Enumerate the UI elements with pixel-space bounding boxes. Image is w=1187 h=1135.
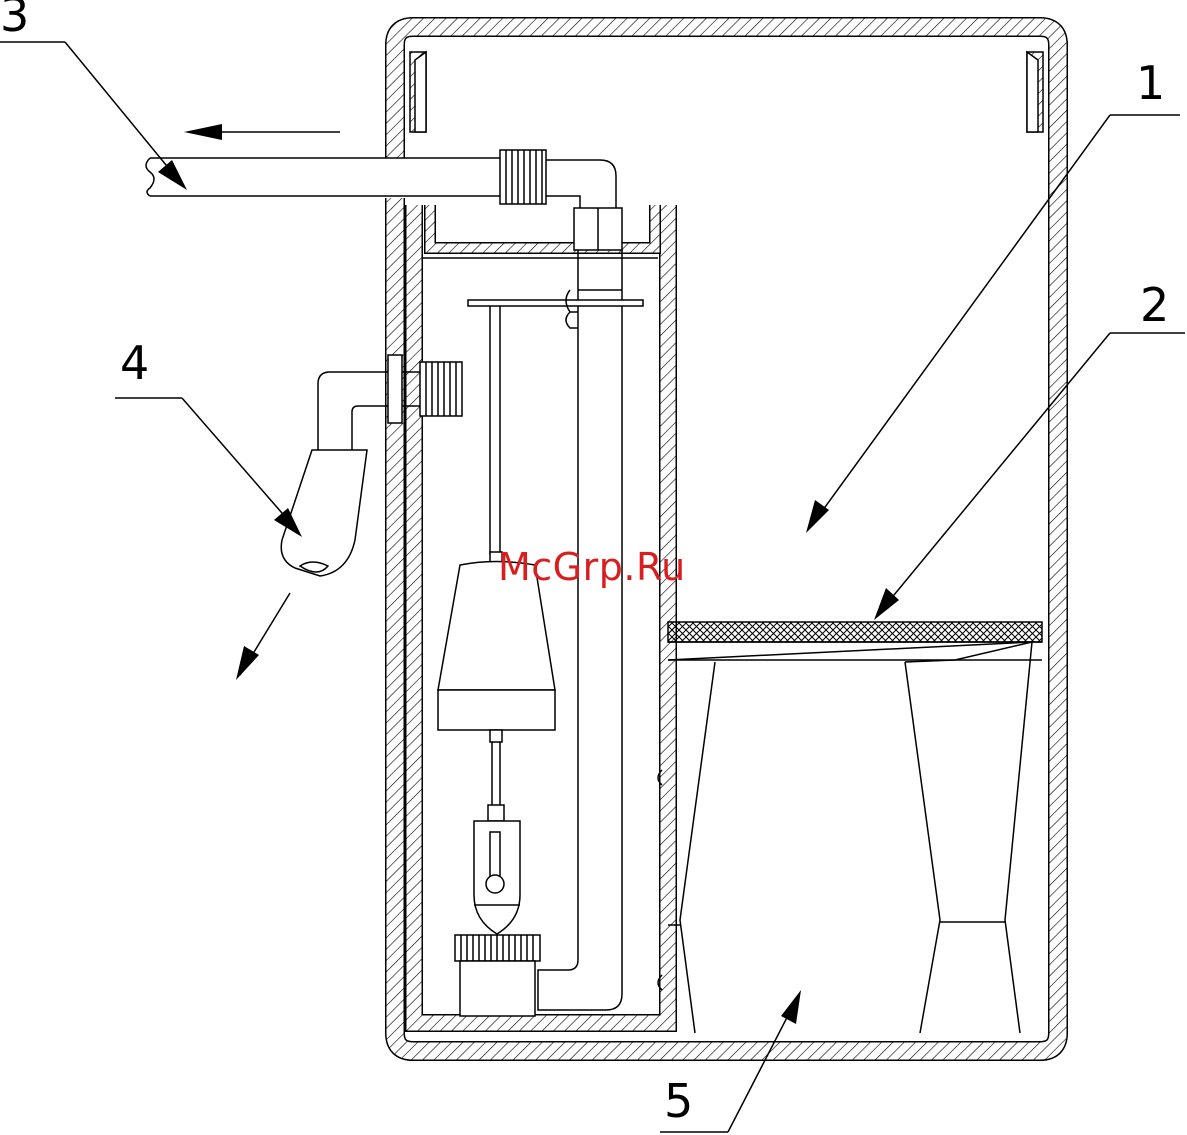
float-switch [468, 290, 643, 564]
callout-5: 5 [664, 1078, 693, 1124]
basket [658, 642, 1032, 1033]
callout-1: 1 [1136, 60, 1165, 106]
callout-2: 2 [1140, 282, 1169, 328]
callout-4: 4 [120, 340, 149, 386]
side-outlet [281, 355, 462, 576]
flow-arrow-outlet [184, 124, 340, 140]
pump-base [455, 935, 540, 1016]
leader-1 [806, 115, 1180, 533]
lid-tabs [410, 52, 1043, 132]
flow-arrow-drain [236, 593, 290, 680]
rising-pipe [538, 250, 622, 1010]
leader-3 [0, 42, 187, 190]
pump-motor [438, 562, 555, 935]
outlet-pipe [146, 150, 622, 250]
leader-4 [115, 398, 302, 537]
watermark: McGrp.Ru [498, 545, 686, 589]
callout-3: 3 [0, 0, 29, 38]
filter-mesh [668, 622, 1042, 660]
